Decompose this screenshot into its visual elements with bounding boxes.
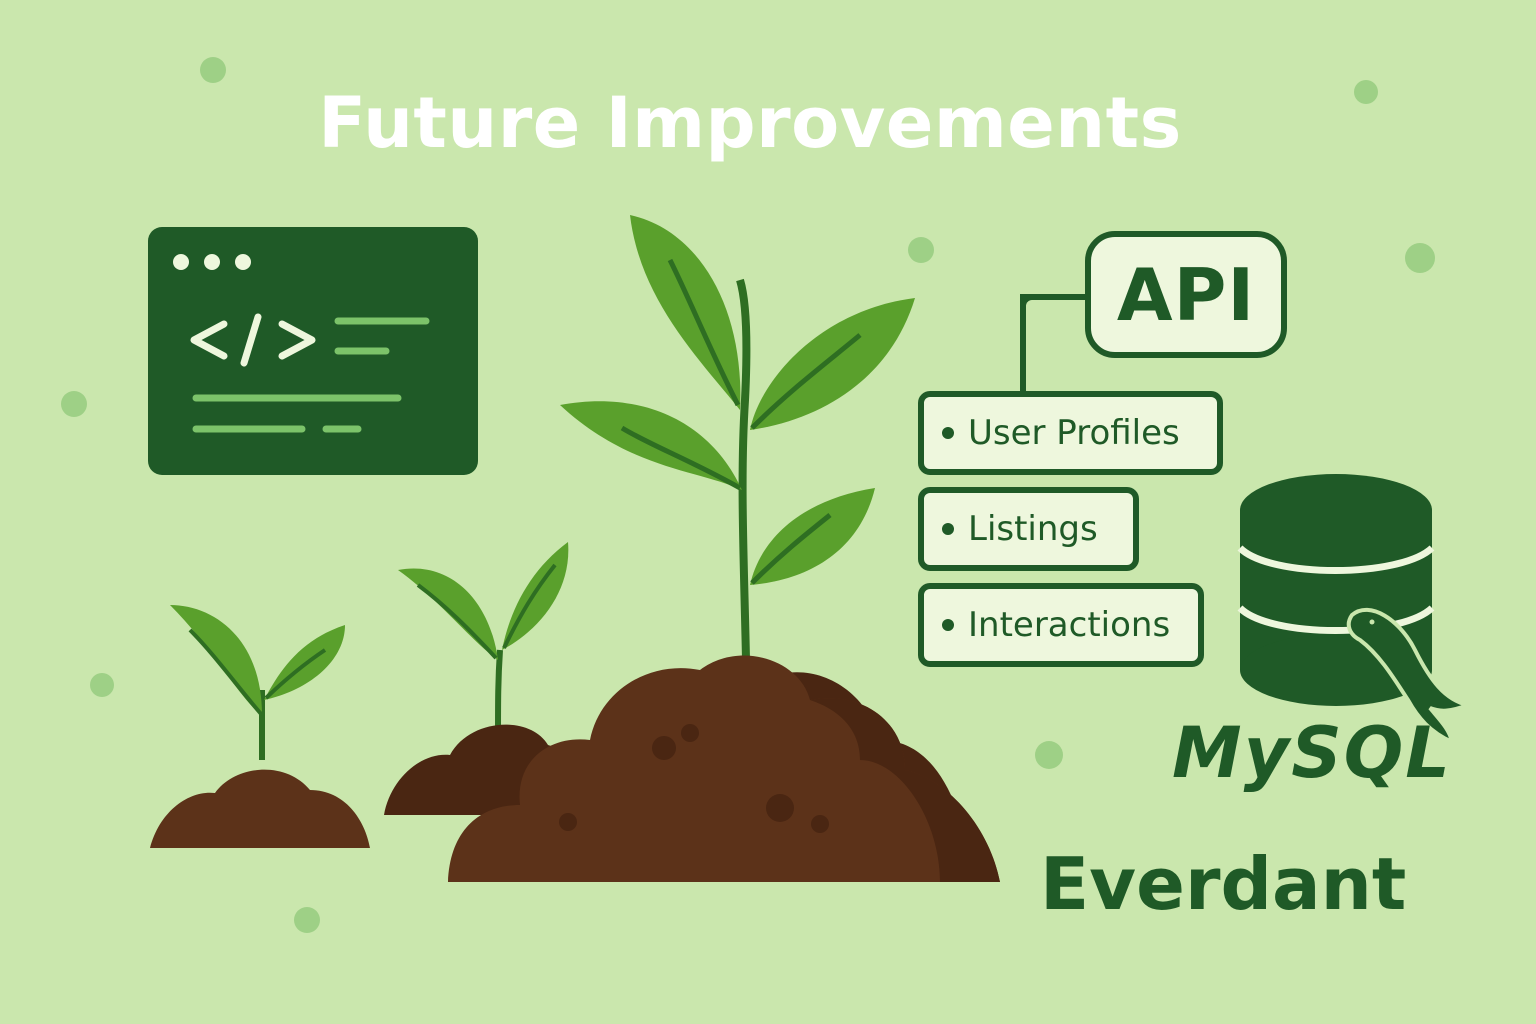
decorative-dot	[1405, 243, 1435, 273]
api-item-listings: Listings	[918, 487, 1139, 571]
decorative-dot	[61, 391, 87, 417]
seedling-large-icon	[560, 215, 915, 661]
api-item-label: Listings	[968, 509, 1098, 549]
code-window-graphic	[173, 254, 430, 433]
api-item-label: User Profiles	[968, 413, 1180, 453]
api-item-user-profiles: User Profiles	[918, 391, 1223, 475]
dolphin-icon	[1346, 608, 1475, 746]
decorative-dot	[200, 57, 226, 83]
soil-mound-icon	[448, 655, 1000, 882]
mysql-logo-text: MySQL	[1172, 712, 1452, 794]
seedling-small-icon	[150, 605, 370, 848]
decorative-dot	[1035, 741, 1063, 769]
bullet-icon	[942, 523, 954, 535]
api-connector-vertical	[1020, 294, 1026, 394]
bullet-icon	[942, 427, 954, 439]
decorative-dot	[90, 673, 114, 697]
api-item-label: Interactions	[968, 605, 1171, 645]
api-label: API	[1116, 252, 1256, 337]
brand-name: Everdant	[1040, 842, 1407, 926]
bullet-icon	[942, 619, 954, 631]
api-connector-horizontal	[1026, 294, 1088, 300]
api-item-interactions: Interactions	[918, 583, 1204, 667]
decorative-dot	[1354, 80, 1378, 104]
decorative-dot	[294, 907, 320, 933]
page-title: Future Improvements	[318, 82, 1182, 164]
api-box: API	[1085, 231, 1287, 358]
code-window-icon	[148, 227, 478, 475]
decorative-dot	[908, 237, 934, 263]
